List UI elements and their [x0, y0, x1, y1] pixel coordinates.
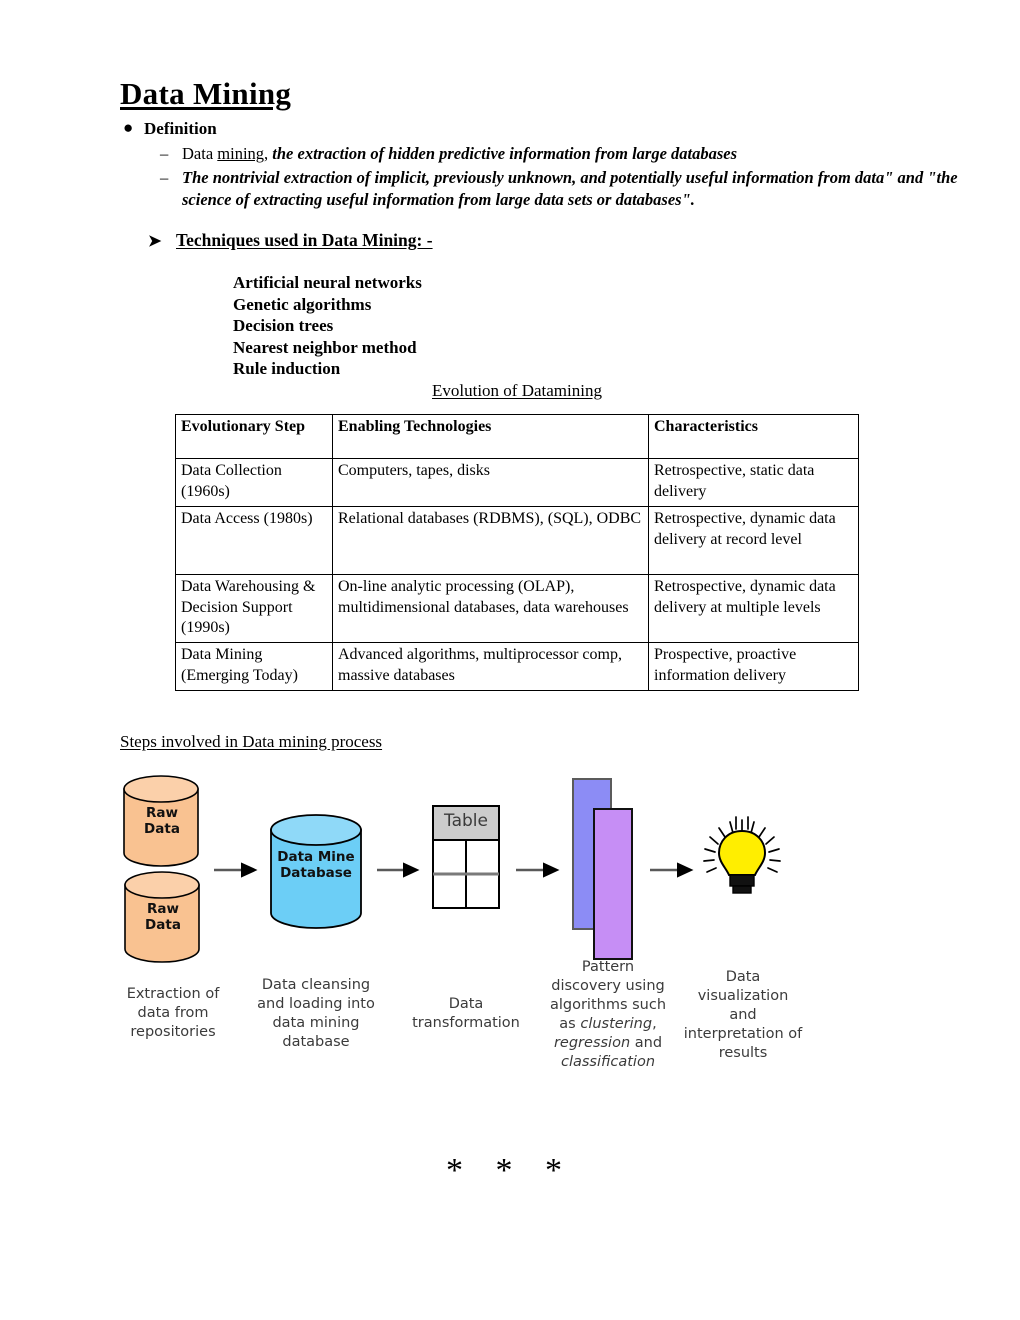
technique-item: Nearest neighbor method [233, 337, 417, 357]
definition-item-1-lead: Data [182, 144, 218, 163]
cell-step: Data Access (1980s) [175, 506, 333, 575]
cell-step: Data Warehousing & Decision Support (199… [175, 574, 333, 643]
cell-step: Data Mining (Emerging Today) [175, 642, 333, 691]
technique-item: Genetic algorithms [233, 294, 372, 314]
definition-heading-row: ● Definition [118, 118, 978, 140]
column-header-characteristics: Characteristics [648, 414, 859, 459]
footer-asterisks: * * * [446, 1152, 574, 1189]
process-caption-4: Pattern discovery using algorithms such … [545, 958, 671, 1072]
definition-section: ● Definition – Data mining, the extracti… [118, 118, 978, 213]
column-header-step: Evolutionary Step [175, 414, 333, 459]
definition-item-2-emphasis: The nontrivial extraction of implicit, p… [182, 167, 958, 210]
cell-technologies: Computers, tapes, disks [332, 458, 649, 507]
raw-data-label-2: Raw Data [145, 901, 181, 933]
process-caption-3: Data transformation [412, 996, 520, 1031]
table-row: Data Warehousing & Decision Support (199… [175, 574, 859, 643]
caption-4-line-6: classification [560, 1054, 656, 1070]
technique-item: Artificial neural networks [233, 273, 422, 292]
evolution-table: Evolutionary Step Enabling Technologies … [175, 414, 859, 691]
techniques-heading: Techniques used in Data Mining: - [176, 230, 433, 250]
definition-list: – Data mining, the extraction of hidden … [118, 143, 978, 212]
techniques-list: Artificial neural networks Genetic algor… [233, 272, 422, 380]
process-caption-2: Data cleansing and loading into data min… [257, 977, 375, 1050]
process-heading: Steps involved in Data mining process [120, 732, 383, 751]
raw-data-label-1: Raw Data [144, 805, 180, 837]
page-title: Data Mining [120, 76, 292, 111]
caption-4-line-4: as clustering, [559, 1016, 657, 1032]
cell-technologies: Advanced algorithms, multiprocessor comp… [332, 642, 649, 691]
pattern-discovery-shapes [572, 778, 633, 960]
process-caption-5: Data visualization and interpretation of… [683, 969, 803, 1061]
definition-heading: Definition [144, 119, 217, 138]
cell-characteristics: Retrospective, static data delivery [648, 458, 859, 507]
cell-technologies: Relational databases (RDBMS), (SQL), ODB… [332, 506, 649, 575]
process-caption-1: Extraction of data from repositories [126, 986, 220, 1040]
column-header-technologies: Enabling Technologies [332, 414, 649, 459]
database-label: Data Mine Database [277, 849, 355, 881]
cell-characteristics: Retrospective, dynamic data delivery at … [648, 574, 859, 643]
definition-item-1-emphasis: the extraction of hidden predictive info… [272, 144, 738, 163]
dash-marker-icon: – [160, 167, 169, 187]
technique-item: Rule induction [233, 359, 341, 378]
caption-4-line-5: regression and [553, 1035, 663, 1051]
cell-characteristics: Retrospective, dynamic data delivery at … [648, 506, 859, 575]
bullet-dot-icon: ● [123, 118, 134, 137]
definition-item-1-comma: , [264, 144, 273, 163]
lightbulb-icon [703, 816, 781, 894]
technique-item: Decision trees [233, 316, 334, 335]
cell-characteristics: Prospective, proactive information deliv… [648, 642, 859, 691]
table-row: Data Access (1980s) Relational databases… [175, 506, 859, 575]
table-caption: Evolution of Datamining [432, 381, 602, 400]
definition-item-2: – The nontrivial extraction of implicit,… [160, 167, 978, 212]
table-row: Data Mining (Emerging Today) Advanced al… [175, 642, 859, 691]
table-shape-label: Table [444, 811, 488, 831]
table-row: Data Collection (1960s) Computers, tapes… [175, 458, 859, 507]
table-header-row: Evolutionary Step Enabling Technologies … [175, 414, 859, 459]
definition-item-1-underlined: mining [217, 144, 265, 163]
dash-marker-icon: – [160, 144, 169, 163]
cell-technologies: On-line analytic processing (OLAP), mult… [332, 574, 649, 643]
definition-item-1: – Data mining, the extraction of hidden … [160, 143, 978, 166]
arrow-bullet-icon: ➤ [148, 233, 162, 250]
cell-step: Data Collection (1960s) [175, 458, 333, 507]
